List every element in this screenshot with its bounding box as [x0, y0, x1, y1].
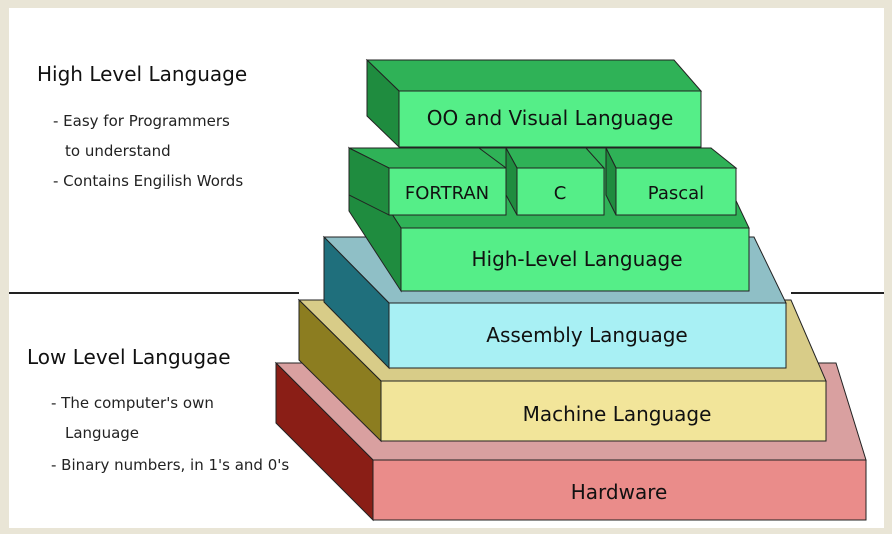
fortran-label: FORTRAN	[405, 183, 489, 204]
high-level-language-label: High-Level Language	[471, 247, 682, 271]
machine-language-label: Machine Language	[523, 402, 712, 426]
low-level-point: - Binary numbers, in 1's and 0's	[51, 456, 290, 474]
high-level-point: - Easy for Programmers	[53, 112, 230, 130]
high-level-title: High Level Language	[37, 62, 248, 86]
high-level-point: - Contains Engilish Words	[53, 172, 244, 190]
oo-visual-label: OO and Visual Language	[427, 106, 674, 130]
high-level-point: to understand	[65, 142, 171, 160]
low-level-point: Language	[65, 424, 140, 442]
pascal-label: Pascal	[648, 183, 704, 204]
c-label: C	[554, 183, 567, 204]
layer-c: C	[505, 147, 606, 216]
layer-pascal: Pascal	[605, 147, 738, 216]
low-level-title: Low Level Langugae	[27, 345, 231, 369]
language-pyramid-diagram: Hardware Machine Language Assembly Langu…	[9, 58, 884, 522]
layer-fortran: FORTRAN	[348, 147, 508, 216]
assembly-language-label: Assembly Language	[486, 323, 687, 347]
canvas: High Level Language - Easy for Programme…	[9, 8, 884, 528]
low-level-point: - The computer's own	[51, 394, 214, 412]
layer-oo-visual: OO and Visual Language	[365, 58, 703, 149]
hardware-label: Hardware	[571, 480, 668, 504]
